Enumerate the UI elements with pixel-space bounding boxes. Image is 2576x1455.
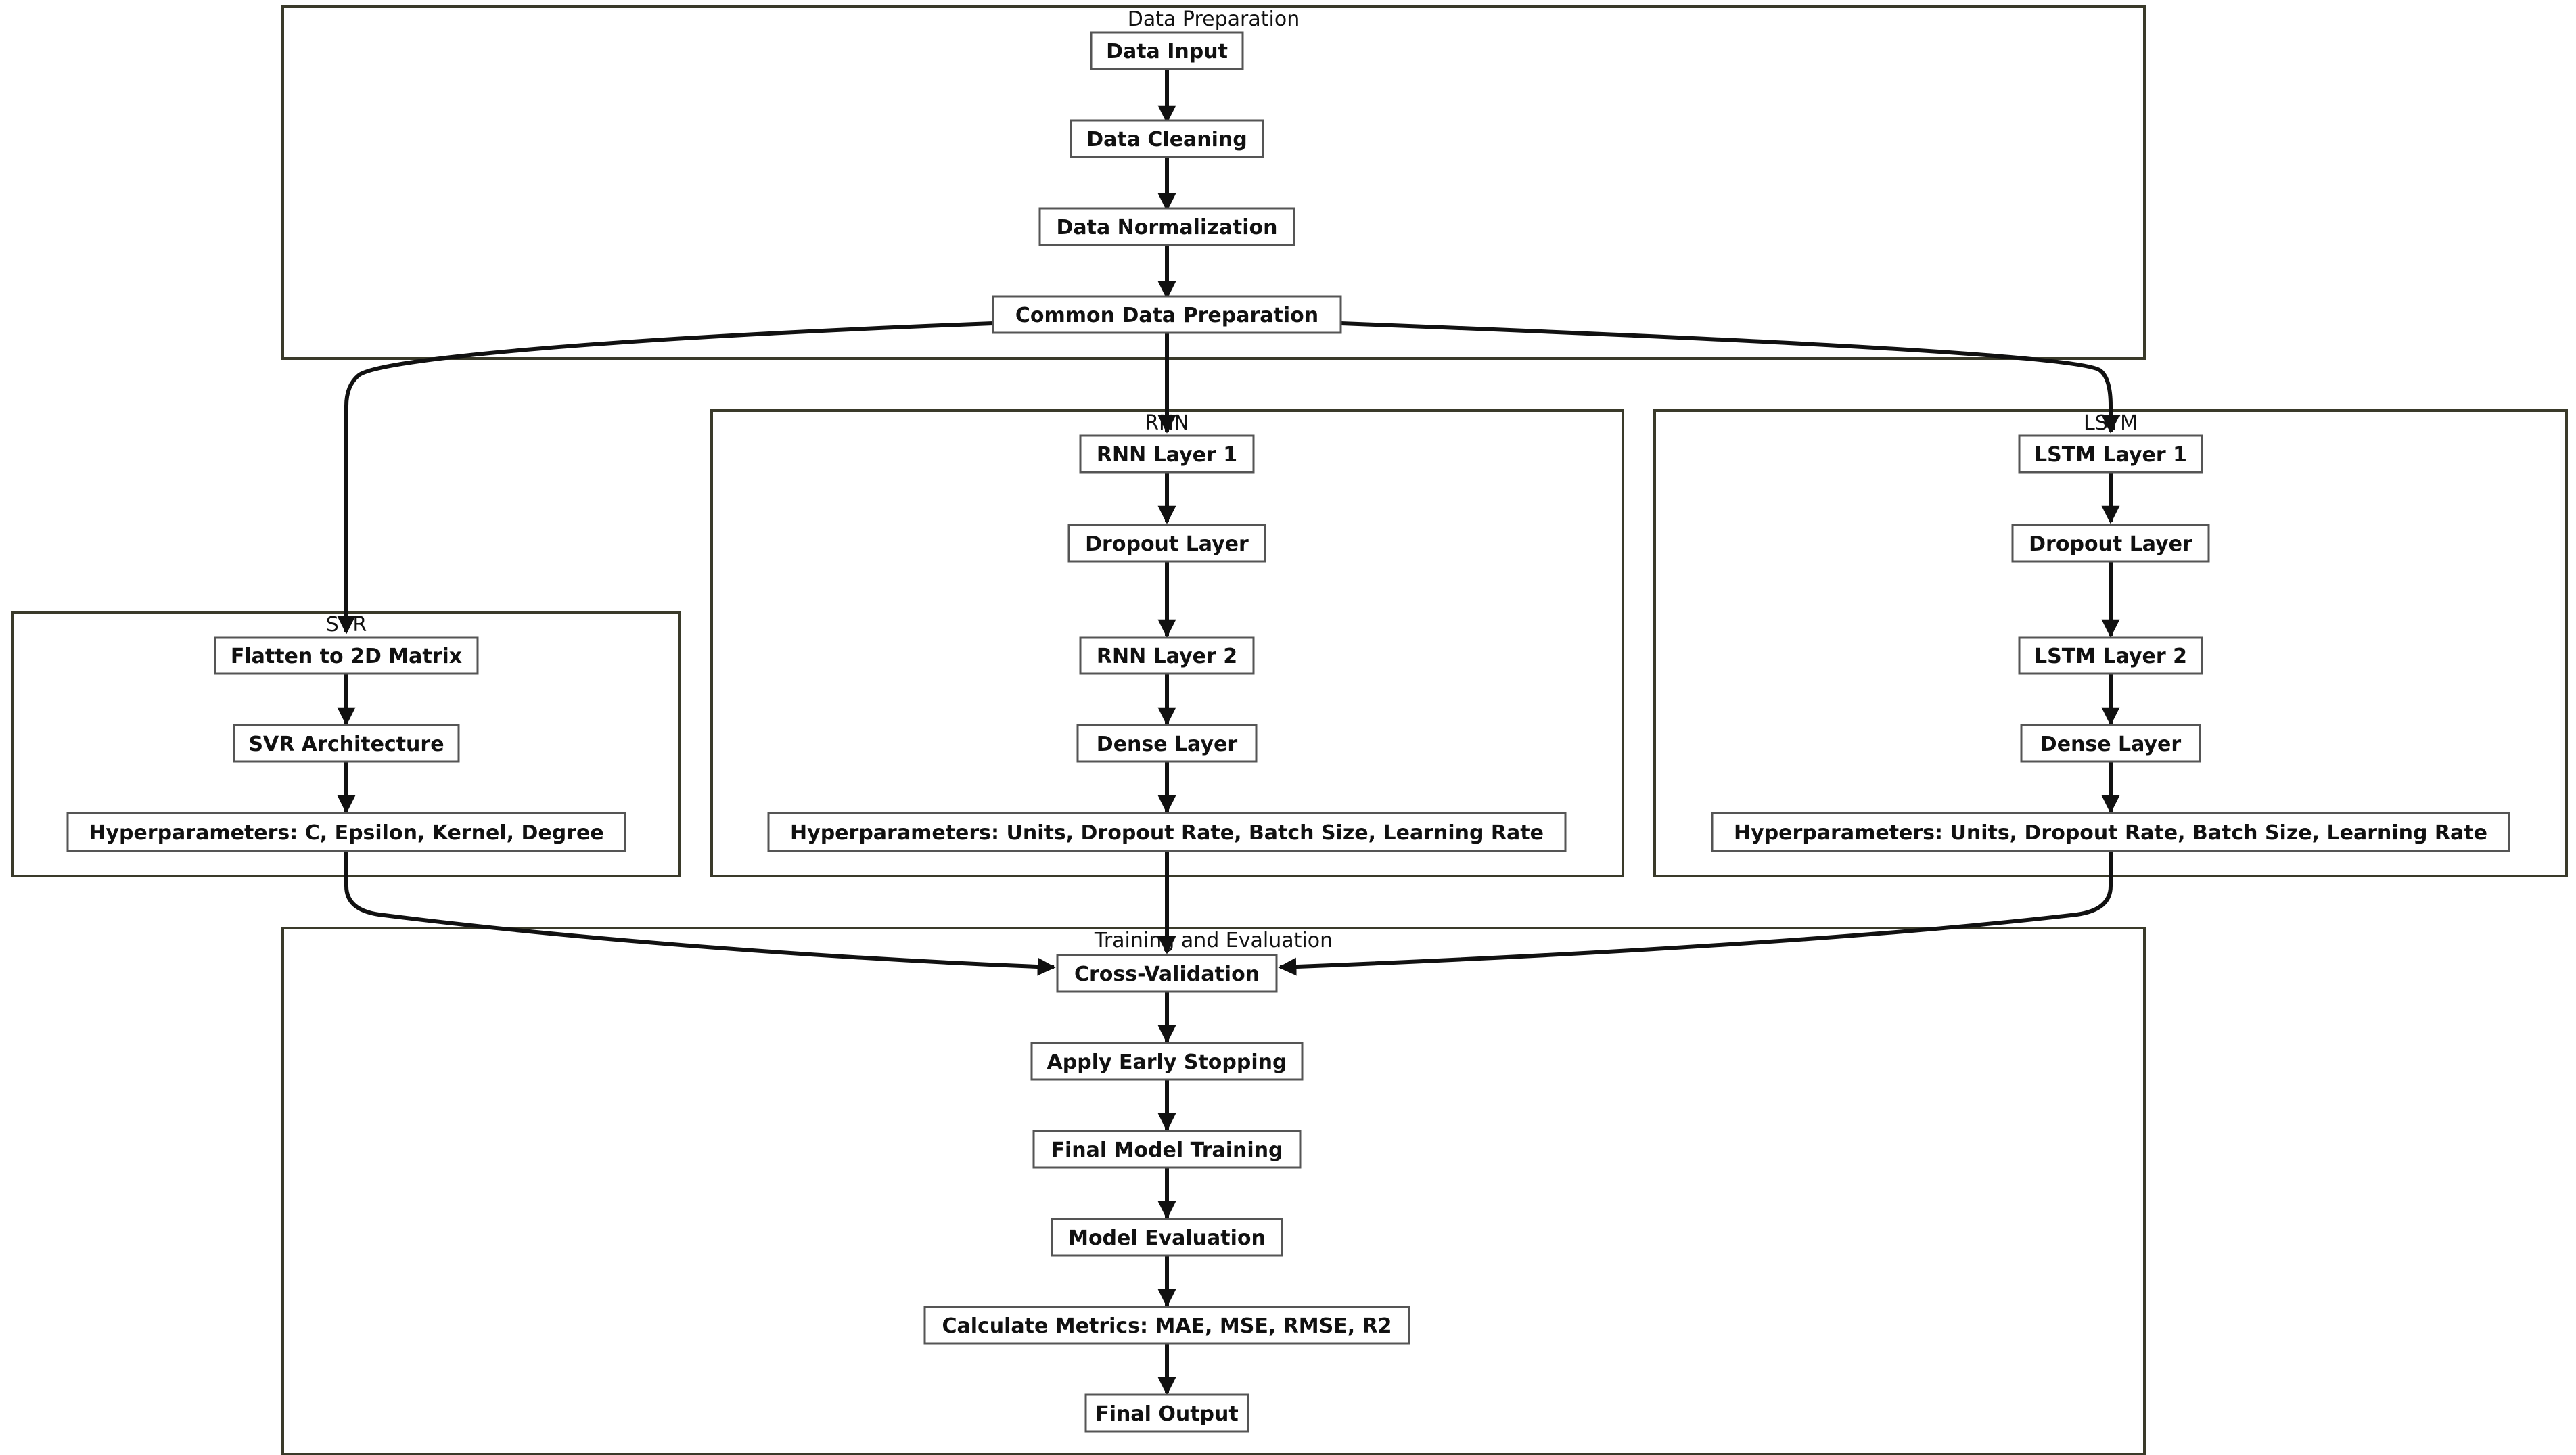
node-rnn-layer-1: RNN Layer 1 xyxy=(1079,434,1255,474)
node-label: Hyperparameters: C, Epsilon, Kernel, Deg… xyxy=(89,821,603,845)
edge-common-to-lstm xyxy=(1340,321,2120,434)
node-label: Hyperparameters: Units, Dropout Rate, Ba… xyxy=(790,821,1544,845)
node-label: Model Evaluation xyxy=(1068,1226,1266,1250)
node-lstm-dropout: Dropout Layer xyxy=(2011,524,2210,563)
edge-common-to-svr xyxy=(337,321,994,634)
node-cross-validation: Cross-Validation xyxy=(1056,954,1278,993)
node-label: Common Data Preparation xyxy=(1015,304,1318,327)
node-final-model-training: Final Model Training xyxy=(1032,1130,1302,1169)
node-label: Data Cleaning xyxy=(1086,128,1247,152)
node-rnn-hyperparameters: Hyperparameters: Units, Dropout Rate, Ba… xyxy=(767,812,1567,852)
node-label: Flatten to 2D Matrix xyxy=(231,645,462,668)
node-lstm-hyperparameters: Hyperparameters: Units, Dropout Rate, Ba… xyxy=(1711,812,2510,852)
node-label: Hyperparameters: Units, Dropout Rate, Ba… xyxy=(1734,821,2487,845)
node-rnn-dense: Dense Layer xyxy=(1076,724,1258,763)
node-label: Dropout Layer xyxy=(1085,532,1249,556)
node-svr-hyperparameters: Hyperparameters: C, Epsilon, Kernel, Deg… xyxy=(66,812,626,852)
node-label: RNN Layer 1 xyxy=(1097,443,1237,467)
node-model-evaluation: Model Evaluation xyxy=(1051,1218,1283,1257)
node-label: Apply Early Stopping xyxy=(1047,1050,1287,1074)
node-label: Final Output xyxy=(1095,1402,1238,1426)
node-final-output: Final Output xyxy=(1084,1393,1249,1433)
node-label: Calculate Metrics: MAE, MSE, RMSE, R2 xyxy=(942,1314,1392,1338)
node-label: Data Input xyxy=(1106,40,1228,64)
node-apply-early-stopping: Apply Early Stopping xyxy=(1030,1042,1304,1081)
node-label: LSTM Layer 2 xyxy=(2034,645,2187,668)
node-common-data-preparation: Common Data Preparation xyxy=(992,295,1342,334)
node-calculate-metrics: Calculate Metrics: MAE, MSE, RMSE, R2 xyxy=(923,1306,1410,1345)
node-label: RNN Layer 2 xyxy=(1097,645,1237,668)
node-label: Final Model Training xyxy=(1051,1138,1283,1162)
node-label: Dropout Layer xyxy=(2029,532,2192,556)
node-svr-architecture: SVR Architecture xyxy=(233,724,460,763)
node-label: Cross-Validation xyxy=(1074,963,1260,986)
cluster-training-evaluation: Training and Evaluation xyxy=(281,927,2146,1455)
node-data-input: Data Input xyxy=(1090,31,1244,70)
node-data-normalization: Data Normalization xyxy=(1038,207,1295,246)
node-label: Data Normalization xyxy=(1056,216,1277,239)
node-rnn-dropout: Dropout Layer xyxy=(1067,524,1266,563)
node-label: Dense Layer xyxy=(1097,733,1238,756)
cluster-title-data-preparation: Data Preparation xyxy=(1128,7,1300,31)
node-lstm-layer-1: LSTM Layer 1 xyxy=(2018,434,2203,474)
node-svr-flatten: Flatten to 2D Matrix xyxy=(214,636,479,675)
cluster-title-training-evaluation: Training and Evaluation xyxy=(1094,929,1333,952)
edge-lstm-hyper-to-crossval xyxy=(1278,851,2113,976)
edge-svr-hyper-to-crossval xyxy=(344,851,1056,976)
node-rnn-layer-2: RNN Layer 2 xyxy=(1079,636,1255,675)
node-label: LSTM Layer 1 xyxy=(2034,443,2187,467)
node-lstm-dense: Dense Layer xyxy=(2020,724,2201,763)
node-data-cleaning: Data Cleaning xyxy=(1070,119,1264,158)
node-lstm-layer-2: LSTM Layer 2 xyxy=(2018,636,2203,675)
edges xyxy=(337,69,2120,1395)
node-label: SVR Architecture xyxy=(248,733,444,756)
node-label: Dense Layer xyxy=(2040,733,2182,756)
